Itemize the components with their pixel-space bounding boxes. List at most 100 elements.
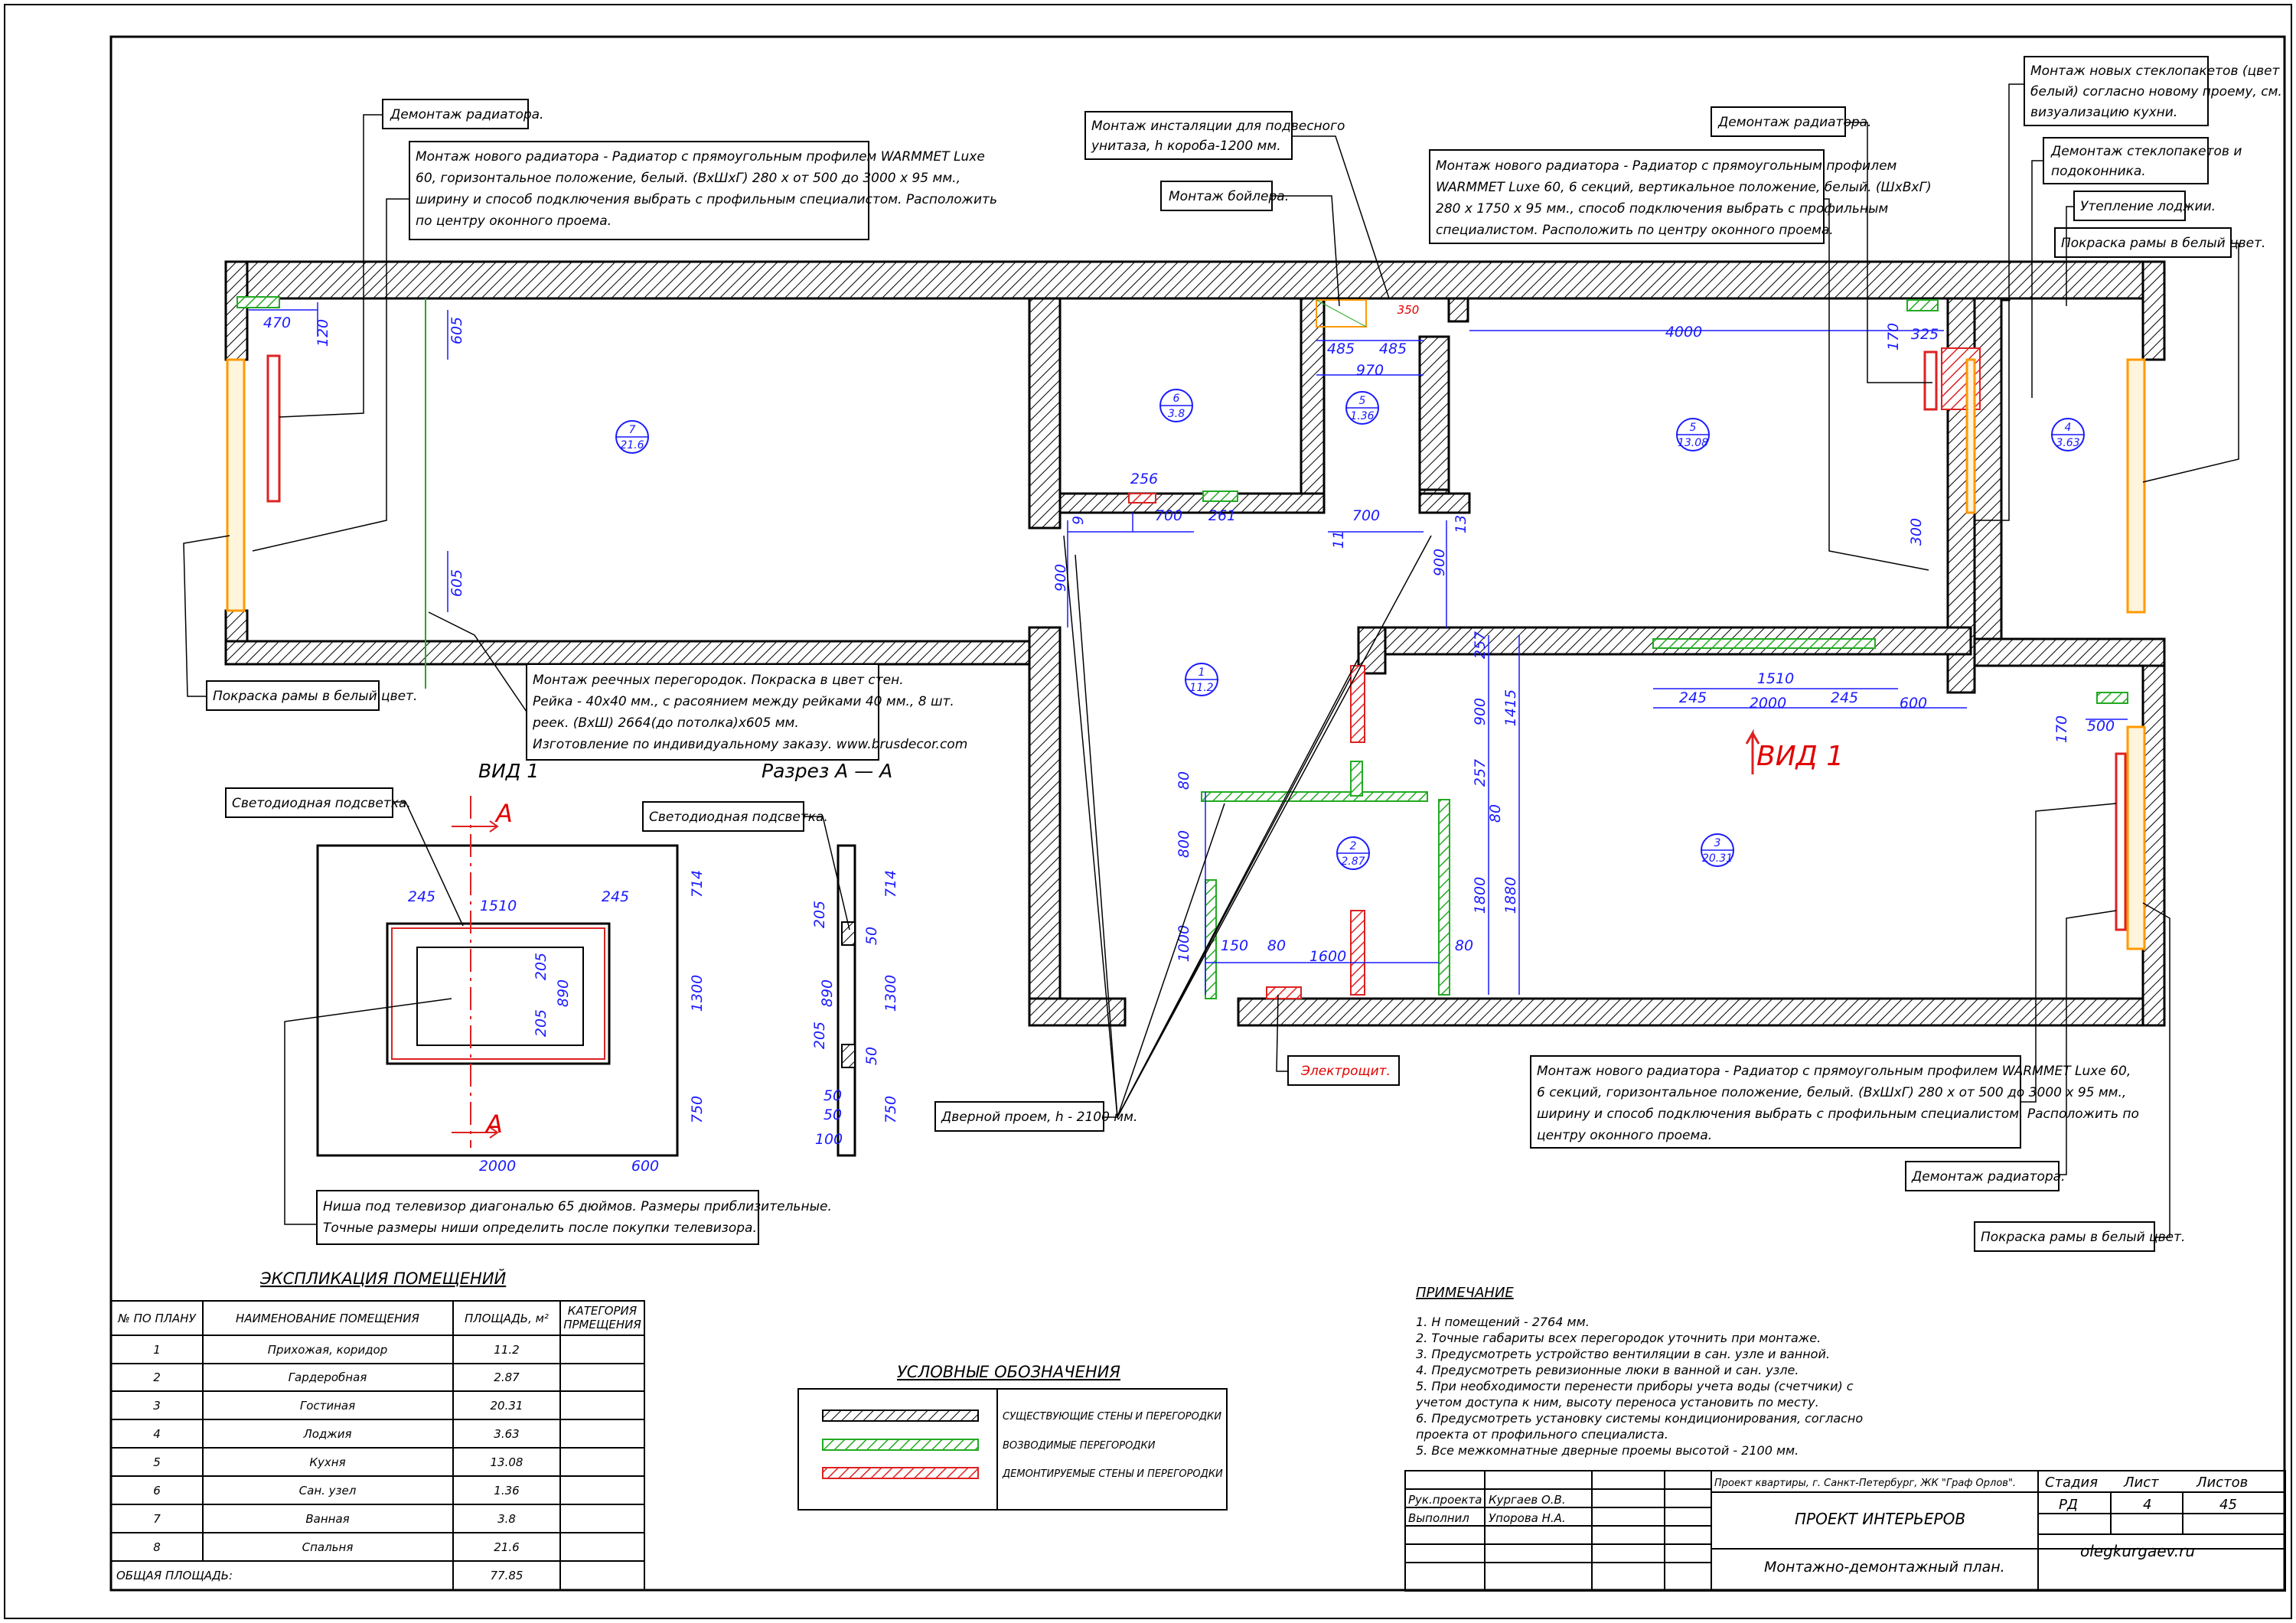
dim: 890 — [819, 979, 836, 1007]
tb-stage-h: Стадия — [2045, 1475, 2098, 1491]
remarks-title: ПРИМЕЧАНИЕ — [1416, 1285, 1514, 1301]
room-1-area: 11.2 — [1189, 682, 1213, 694]
note-glass-demolish: подоконника. — [2051, 164, 2146, 179]
note-electrical-panel: Электрощит. — [1300, 1064, 1391, 1079]
dim: 470 — [263, 314, 291, 331]
section-aa — [837, 844, 856, 1157]
remark-line: 5. При необходимости перенести приборы у… — [1416, 1379, 1854, 1393]
dim: 900 — [1431, 549, 1448, 576]
note-radiator-new-living: ширину и способ подключения выбрать с пр… — [1537, 1106, 2139, 1122]
explication-grid — [110, 1300, 645, 1591]
tv-dims: 245 1510 245 205 890 205 714 1300 750 20… — [408, 870, 706, 1175]
table-cell: Лоджия — [302, 1427, 351, 1441]
kitchen-column — [1418, 335, 1450, 491]
remark-line: 5. Все межкомнатные дверные проемы высот… — [1416, 1443, 1799, 1458]
note-slats: Рейка - 40х40 мм., с расоянием между рей… — [533, 694, 954, 709]
note-frame-paint-living: Покраска рамы в белый цвет. — [1981, 1230, 2185, 1245]
note-led-2: Светодиодная подсветка. — [649, 810, 828, 825]
explication-header: КАТЕГОРИЯ — [568, 1304, 638, 1318]
dim: 150 — [1221, 937, 1248, 954]
dim: 13 — [1453, 515, 1469, 533]
dim: 1880 — [1502, 877, 1519, 914]
note-slats: Изготовление по индивидуальному заказу. … — [533, 737, 967, 752]
tv-elevation — [316, 796, 679, 1157]
room-5b-num: 5 — [1690, 422, 1697, 434]
dim: 300 — [1908, 518, 1925, 546]
dimension-lines — [249, 302, 2128, 995]
dim: 485 — [1379, 341, 1407, 357]
dim: 100 — [815, 1131, 843, 1148]
dim: 205 — [811, 901, 828, 928]
room-6-area: 3.8 — [1168, 408, 1185, 420]
tb-sheet: 4 — [2143, 1497, 2151, 1513]
note-radiator-new-left: Монтаж нового радиатора - Радиатор с пря… — [416, 149, 985, 165]
total-area-value: 77.85 — [491, 1569, 523, 1582]
room-marker-dividers — [616, 405, 2084, 854]
dim: 245 — [602, 888, 629, 905]
title-block — [1404, 1470, 2286, 1592]
total-area-label: ОБЩАЯ ПЛОЩАДЬ: — [116, 1569, 233, 1582]
remarks-lines: 1. H помещений - 2764 мм. 2. Точные габа… — [1415, 1315, 1863, 1458]
tb-exec-name: Упорова Н.А. — [1489, 1511, 1566, 1525]
table-cell: 6 — [153, 1484, 161, 1498]
explication-title: ЭКСПЛИКАЦИЯ ПОМЕЩЕНИЙ — [259, 1269, 507, 1288]
note-radiator-demolish: Демонтаж радиатора. — [390, 107, 543, 122]
dim: 11 — [1330, 530, 1347, 549]
table-cell: 3.63 — [494, 1427, 519, 1441]
remark-line: учетом доступа к ним, высоту переноса ус… — [1415, 1395, 1819, 1410]
dim: 890 — [555, 979, 572, 1007]
room-labels: 7 21.6 6 3.8 5 1.36 5 13.08 4 3.63 1 11.… — [620, 393, 2079, 868]
table-cell: 1 — [153, 1343, 161, 1357]
remark-line: 3. Предусмотреть устройство вентиляции в… — [1416, 1347, 1830, 1361]
dim: 50 — [823, 1087, 842, 1104]
dim: 245 — [1679, 689, 1707, 706]
explication-header: № ПО ПЛАНУ — [117, 1312, 196, 1325]
note-door: Дверной проем, h - 2100 мм. — [941, 1110, 1137, 1125]
dim: 2000 — [479, 1158, 516, 1175]
section-dims: 205 890 205 714 50 1300 50 750 50 50 100 — [811, 870, 899, 1148]
dim: 257 — [1472, 759, 1489, 787]
note-toilet: Монтаж инсталяции для подвесного — [1091, 119, 1345, 134]
table-cell: 3 — [153, 1399, 161, 1413]
dim: 605 — [448, 569, 465, 597]
dim: 350 — [1397, 303, 1420, 317]
table-cell: 1.36 — [494, 1484, 519, 1498]
dim: 1300 — [689, 975, 706, 1012]
tb-sheet-title: Монтажно-демонтажный план. — [1764, 1559, 2005, 1576]
note-tv-niche: Ниша под телевизор диагональю 65 дюймов.… — [323, 1199, 832, 1214]
tb-title: ПРОЕКТ ИНТЕРЬЕРОВ — [1795, 1510, 1965, 1528]
table-cell: Прихожая, коридор — [268, 1343, 387, 1357]
new-partitions — [236, 296, 2128, 999]
table-cell: Ванная — [305, 1512, 349, 1526]
note-radiator-new-living: Монтаж нового радиатора - Радиатор с пря… — [1537, 1064, 2131, 1079]
note-tv-niche: Точные размеры ниши определить после пок… — [323, 1221, 757, 1236]
tb-site: olegkurgaev.ru — [2080, 1542, 2195, 1560]
dim: 700 — [1352, 507, 1380, 524]
room-7-area: 21.6 — [620, 439, 644, 451]
dim: 80 — [1487, 804, 1504, 823]
explication-header: ПЛОЩАДЬ, м² — [465, 1312, 549, 1325]
table-cell: Кухня — [309, 1455, 345, 1469]
boiler-symbol — [1316, 299, 1367, 328]
table-cell: 7 — [153, 1512, 161, 1526]
tb-sheet-h: Лист — [2123, 1475, 2159, 1491]
note-radiator-demolish-living: Демонтаж радиатора. — [1911, 1169, 2065, 1185]
table-cell: 2.87 — [494, 1370, 520, 1384]
room-4-num: 4 — [2065, 422, 2072, 434]
tb-exec-label: Выполнил — [1408, 1511, 1469, 1525]
note-radiator-new-living: центру оконного проема. — [1537, 1128, 1712, 1143]
dim: 80 — [1267, 937, 1286, 954]
dim: 205 — [533, 1009, 550, 1037]
dim: 700 — [1155, 507, 1182, 524]
legend-box — [797, 1388, 1228, 1511]
legend-item-demolished: ДЕМОНТИРУЕМЫЕ СТЕНЫ И ПЕРЕГОРОДКИ — [1002, 1468, 1223, 1480]
room-3-num: 3 — [1714, 837, 1721, 849]
dim: 1000 — [1176, 925, 1192, 962]
note-slats: Монтаж реечных перегородок. Покраска в ц… — [533, 673, 904, 688]
room-6-num: 6 — [1173, 393, 1180, 405]
dim: 970 — [1356, 362, 1384, 379]
note-led-1: Светодиодная подсветка. — [232, 796, 411, 811]
tb-sheets: 45 — [2219, 1497, 2237, 1513]
dim: 4000 — [1665, 324, 1702, 341]
boiler-diag — [1316, 299, 1367, 328]
